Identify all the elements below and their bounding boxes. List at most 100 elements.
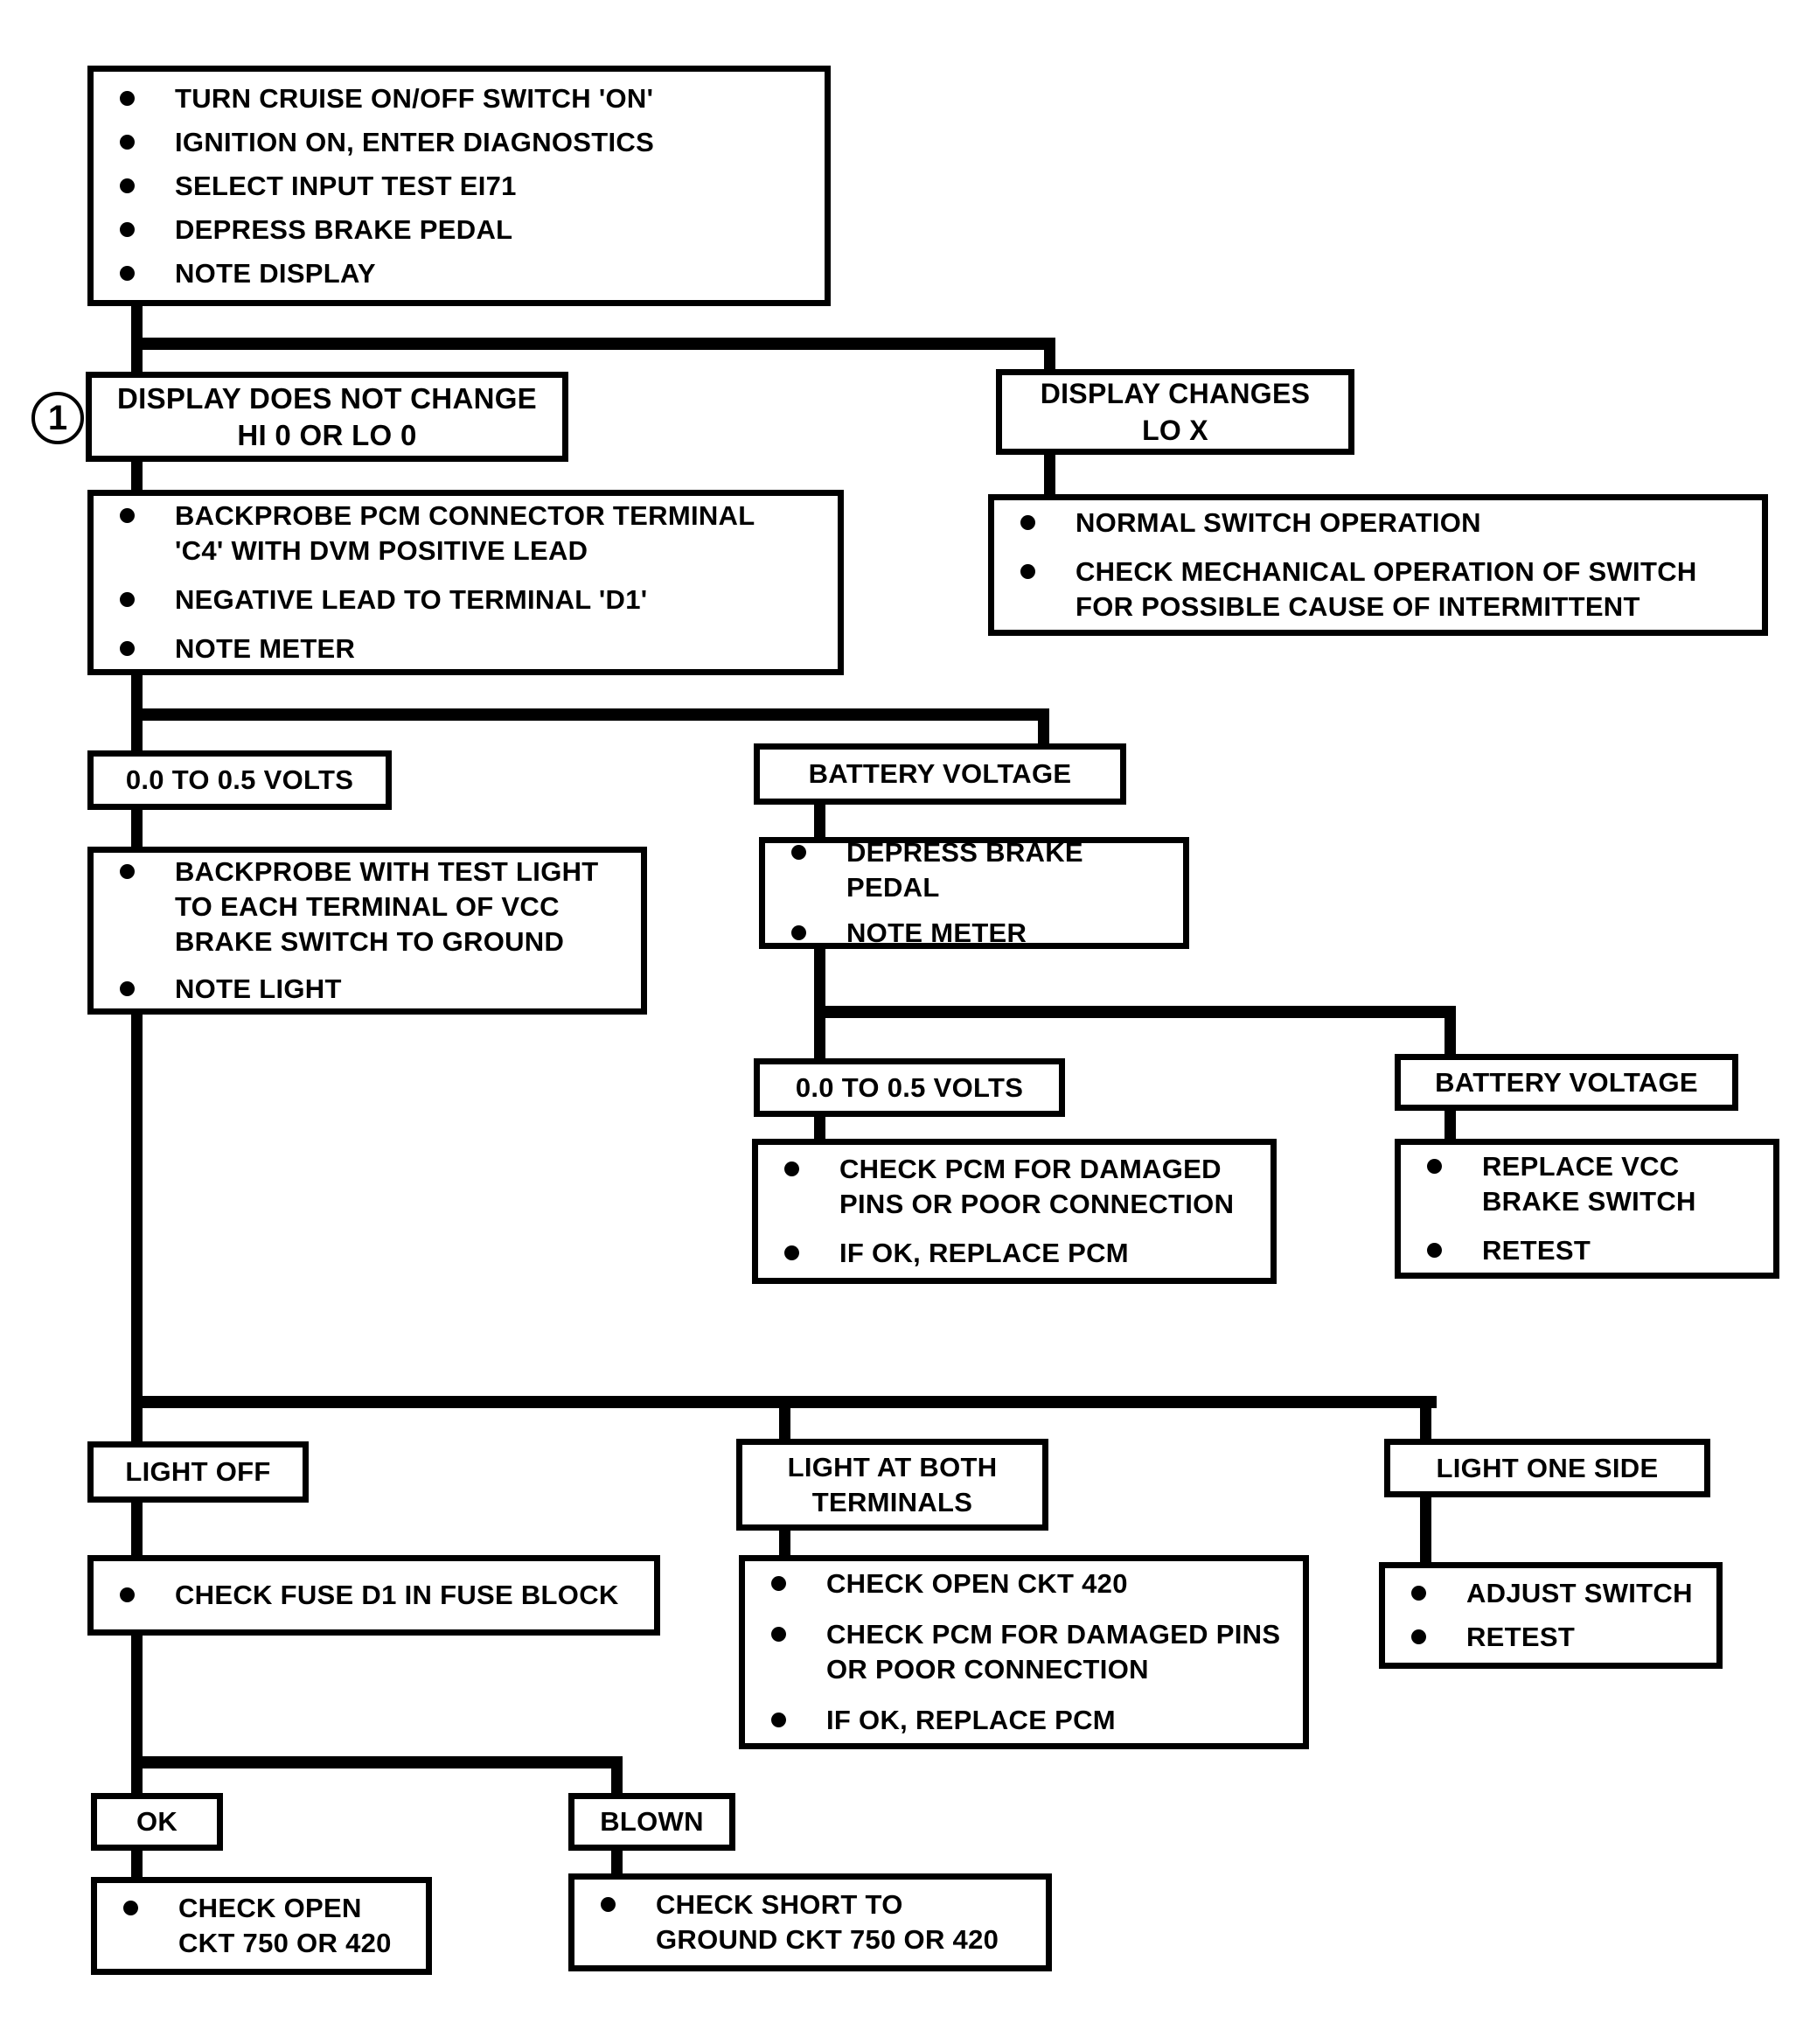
text-line: BLOWN: [600, 1806, 704, 1837]
text-line: 0.0 TO 0.5 VOLTS: [125, 764, 354, 795]
text-line: TERMINALS: [811, 1486, 973, 1517]
list-item: CHECK PCM FOR DAMAGED PINS OR POOR CONNE…: [779, 1152, 1253, 1222]
connector-line: [131, 1396, 143, 1447]
node-battery-voltage-a: BATTERY VOLTAGE: [754, 743, 1126, 805]
text-line: CHECK MECHANICAL OPERATION OF SWITCH: [1076, 556, 1697, 587]
text-line: REPLACE VCC: [1482, 1151, 1680, 1182]
text-line: BATTERY VOLTAGE: [1435, 1066, 1698, 1098]
text-line: 0.0 TO 0.5 VOLTS: [795, 1071, 1024, 1103]
node-normal-switch-operation: NORMAL SWITCH OPERATION CHECK MECHANICAL…: [988, 494, 1768, 636]
node-volts-0-0-5-a: 0.0 TO 0.5 VOLTS: [87, 750, 392, 810]
text-line: 'C4' WITH DVM POSITIVE LEAD: [175, 535, 588, 566]
bullet-icon: [601, 1897, 616, 1912]
node-ok: OK: [91, 1793, 223, 1851]
text-line: NOTE DISPLAY: [175, 257, 376, 289]
connector-line: [131, 1632, 143, 1768]
bullet-icon: [791, 925, 806, 940]
list-item: CHECK OPEN CKT 750 OR 420: [118, 1891, 408, 1961]
text-line: NOTE METER: [175, 633, 356, 664]
text-line: CHECK SHORT TO: [656, 1889, 903, 1920]
text-line: PINS OR POOR CONNECTION: [839, 1189, 1235, 1219]
node-instructions: TURN CRUISE ON/OFF SWITCH 'ON' IGNITION …: [87, 66, 831, 306]
bullet-icon: [120, 864, 135, 879]
list-item: ADJUST SWITCH: [1406, 1576, 1699, 1611]
connector-line: [611, 1756, 623, 1798]
text-line: NOTE METER: [846, 917, 1027, 948]
connector-line: [1420, 1494, 1431, 1562]
text-line: NEGATIVE LEAD TO TERMINAL 'D1': [175, 584, 648, 615]
text-line: IGNITION ON, ENTER DIAGNOSTICS: [175, 126, 655, 157]
connector-line: [131, 708, 1049, 721]
text-line: CHECK PCM FOR DAMAGED: [839, 1154, 1222, 1184]
text-line: DISPLAY CHANGES: [1040, 378, 1311, 409]
node-check-open-ckt-750: CHECK OPEN CKT 750 OR 420: [91, 1877, 432, 1975]
bullet-icon: [123, 1901, 138, 1915]
text-line: LO X: [1142, 415, 1208, 446]
list-item: SELECT INPUT TEST EI71: [115, 169, 807, 204]
bullet-icon: [771, 1627, 786, 1642]
node-light-one-side: LIGHT ONE SIDE: [1384, 1439, 1710, 1497]
bullet-icon: [1427, 1243, 1442, 1258]
connector-line: [1038, 708, 1049, 749]
bullet-icon: [120, 221, 135, 237]
step-1-marker: 1: [31, 392, 84, 444]
connector-line: [131, 458, 143, 495]
text-line: BRAKE SWITCH: [1482, 1186, 1696, 1217]
connector-line: [131, 338, 1055, 350]
node-display-changes: DISPLAY CHANGES LO X: [996, 369, 1354, 455]
list-item: IF OK, REPLACE PCM: [766, 1703, 1285, 1738]
node-check-pcm: CHECK PCM FOR DAMAGED PINS OR POOR CONNE…: [752, 1139, 1277, 1284]
text-line: NORMAL SWITCH OPERATION: [1076, 507, 1481, 538]
node-light-at-both-terminals: LIGHT AT BOTH TERMINALS: [736, 1439, 1048, 1531]
text-line: BRAKE SWITCH TO GROUND: [175, 926, 565, 957]
bullet-icon: [120, 641, 135, 656]
list-item: BACKPROBE WITH TEST LIGHT TO EACH TERMIN…: [115, 855, 623, 959]
connector-line: [131, 338, 143, 377]
bullet-icon: [1427, 1159, 1442, 1174]
text-line: DEPRESS BRAKE PEDAL: [175, 213, 513, 245]
bullet-icon: [1020, 515, 1035, 530]
node-volts-0-0-5-b: 0.0 TO 0.5 VOLTS: [754, 1058, 1065, 1117]
list-item: BACKPROBE PCM CONNECTOR TERMINAL 'C4' WI…: [115, 499, 820, 569]
connector-line: [611, 1847, 623, 1877]
text-line: ADJUST SWITCH: [1466, 1578, 1693, 1608]
text-line: BATTERY VOLTAGE: [808, 758, 1072, 789]
connector-line: [814, 945, 825, 1063]
list-item: DEPRESS BRAKE PEDAL: [786, 835, 1166, 905]
list-item: DEPRESS BRAKE PEDAL: [115, 213, 807, 248]
text-line: GROUND CKT 750 OR 420: [656, 1924, 999, 1955]
node-light-off: LIGHT OFF: [87, 1441, 309, 1503]
step-1-label: 1: [47, 398, 68, 437]
connector-line: [1445, 1006, 1456, 1058]
connector-line: [1420, 1396, 1431, 1444]
node-backprobe-test-light: BACKPROBE WITH TEST LIGHT TO EACH TERMIN…: [87, 847, 647, 1015]
node-backprobe-pcm: BACKPROBE PCM CONNECTOR TERMINAL 'C4' WI…: [87, 490, 844, 675]
list-item: RETEST: [1422, 1233, 1756, 1268]
text-line: LIGHT ONE SIDE: [1436, 1452, 1659, 1483]
text-line: CHECK FUSE D1 IN FUSE BLOCK: [175, 1580, 619, 1610]
connector-line: [131, 1756, 143, 1798]
node-blown: BLOWN: [568, 1793, 735, 1851]
list-item: NOTE METER: [115, 631, 820, 666]
text-line: BACKPROBE WITH TEST LIGHT: [175, 856, 599, 887]
text-line: LIGHT AT BOTH: [787, 1451, 998, 1482]
bullet-icon: [120, 90, 135, 106]
connector-line: [1445, 1107, 1456, 1144]
list-item: CHECK MECHANICAL OPERATION OF SWITCH FOR…: [1015, 555, 1744, 624]
connector-line: [814, 1006, 1456, 1018]
text-line: RETEST: [1466, 1622, 1576, 1652]
connector-line: [131, 1756, 623, 1768]
node-adjust-switch: ADJUST SWITCH RETEST: [1379, 1562, 1723, 1669]
bullet-icon: [120, 508, 135, 523]
list-item: NORMAL SWITCH OPERATION: [1015, 506, 1744, 541]
bullet-icon: [120, 592, 135, 607]
text-line: TURN CRUISE ON/OFF SWITCH 'ON': [175, 82, 654, 114]
bullet-icon: [771, 1576, 786, 1591]
node-check-open-ckt-420: CHECK OPEN CKT 420 CHECK PCM FOR DAMAGED…: [739, 1555, 1309, 1749]
list-item: NOTE DISPLAY: [115, 256, 807, 291]
node-check-fuse-d1: CHECK FUSE D1 IN FUSE BLOCK: [87, 1555, 660, 1636]
bullet-icon: [791, 845, 806, 860]
text-line: TO EACH TERMINAL OF VCC: [175, 891, 560, 922]
bullet-icon: [1411, 1586, 1426, 1601]
text-line: DISPLAY DOES NOT CHANGE: [117, 381, 537, 415]
